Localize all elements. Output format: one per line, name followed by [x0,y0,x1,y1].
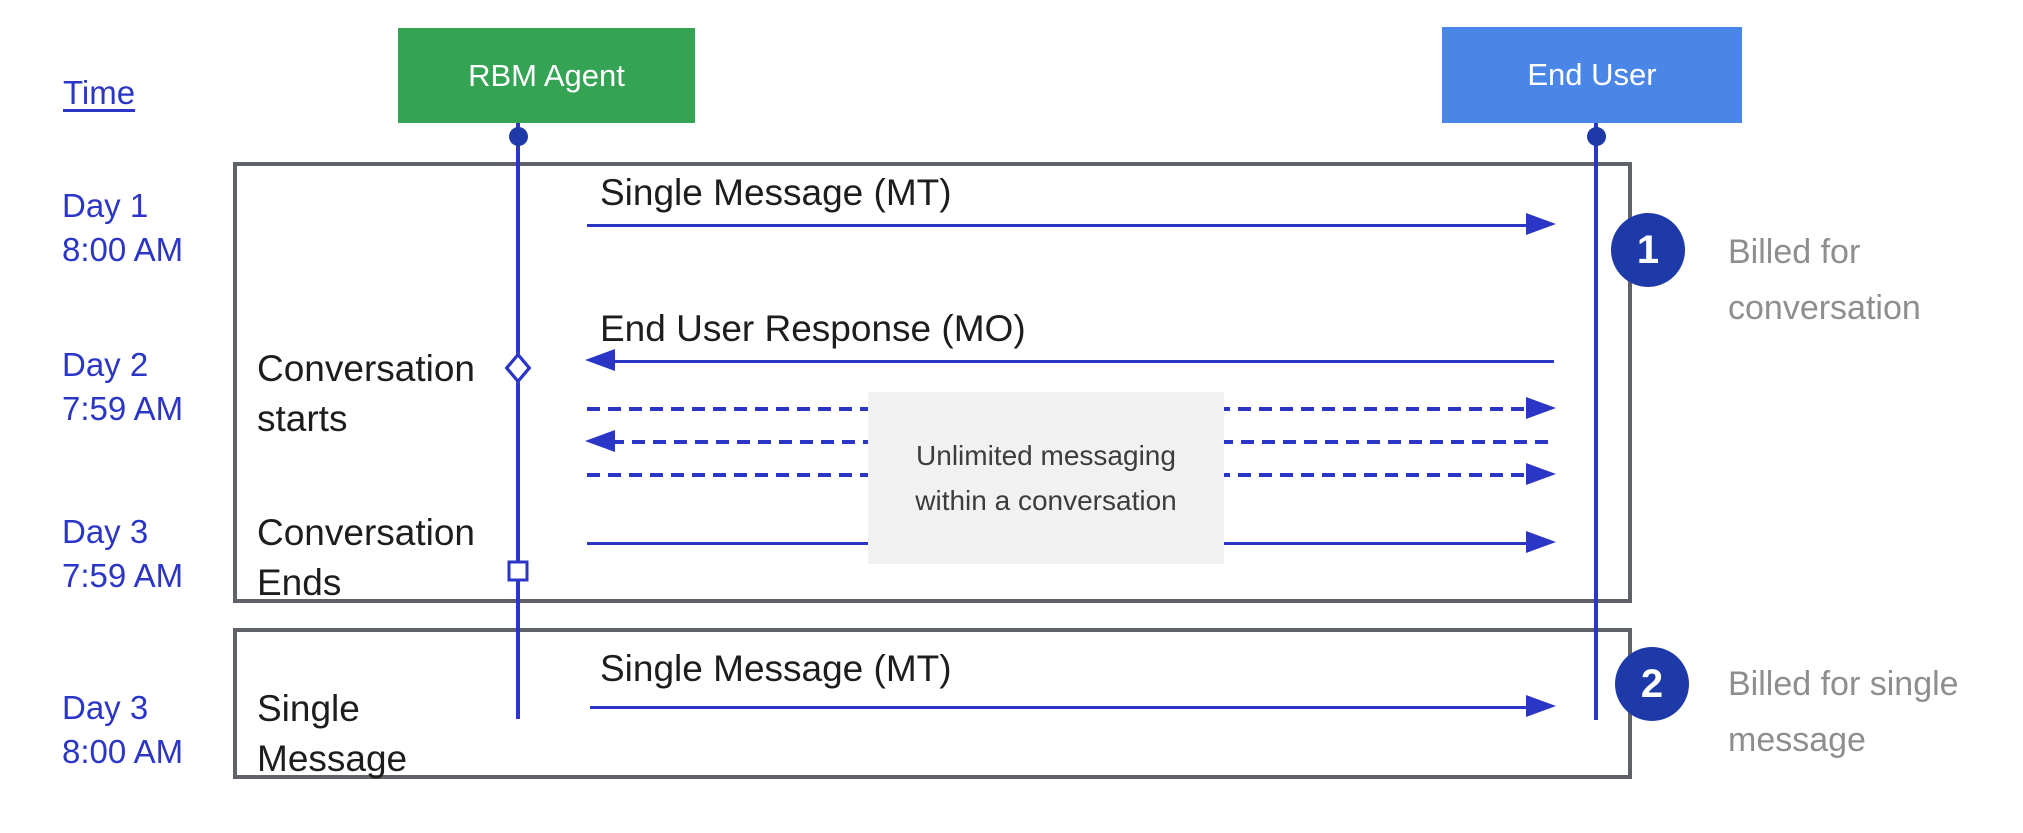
rbm-lifeline-start-dot [509,127,528,146]
arrowhead-right-icon [1526,397,1556,419]
message-label-mo-response: End User Response (MO) [600,308,1026,349]
day-text: Day 3 [62,513,149,550]
conversation-starts-label: Conversation starts [257,344,475,444]
actor-end-user: End User [1442,27,1742,123]
actor-end-user-label: End User [1527,57,1657,92]
time-text: 8:00 AM [62,231,184,268]
note-line: Billed for [1728,233,1861,271]
time-text: 7:59 AM [62,390,184,427]
arrowhead-right-icon [1526,695,1556,717]
note-line: within a conversation [915,485,1177,516]
time-text: 8:00 AM [62,733,184,770]
label-line: Ends [257,562,342,603]
day-text: Day 3 [62,689,149,726]
single-message-section-label: Single Message [257,684,407,784]
conversation-frame [233,162,1632,603]
badge-number: 1 [1636,227,1660,272]
timeline-label-day2: Day 2 7:59 AM [62,343,183,431]
note-line: Unlimited messaging [916,440,1176,471]
message-label-mt-1: Single Message (MT) [600,172,952,213]
note-line: message [1728,721,1866,759]
note-line: Billed for single [1728,665,1959,703]
label-line: Message [257,738,408,779]
conversation-ends-label: Conversation Ends [257,508,475,608]
arrowhead-right-icon [1526,213,1556,235]
arrow-line [587,224,1530,227]
arrowhead-right-icon [1526,531,1556,553]
label-line: Conversation [257,512,476,553]
note-line: conversation [1728,289,1921,327]
label-line: Single [257,688,360,729]
label-line: starts [257,398,348,439]
arrow-line [590,706,1530,709]
arrowhead-left-icon [585,349,615,371]
actor-rbm-agent: RBM Agent [398,28,695,123]
rbm-agent-lifeline [516,123,520,719]
billed-for-single-message-note: Billed for single message [1728,656,1959,768]
arrowhead-left-icon [585,430,615,452]
time-text: 7:59 AM [62,557,184,594]
conversation-end-square-marker [507,560,529,582]
billing-step-2-badge: 2 [1615,647,1689,721]
message-label-mt-2: Single Message (MT) [600,648,952,689]
day-text: Day 1 [62,187,149,224]
timeline-label-day3-800: Day 3 8:00 AM [62,686,183,774]
billed-for-conversation-note: Billed for conversation [1728,224,1921,336]
timeline-label-day1: Day 1 8:00 AM [62,184,183,272]
badge-number: 2 [1640,661,1664,706]
end-user-lifeline-start-dot [1587,127,1606,146]
label-line: Conversation [257,348,476,389]
billing-step-1-badge: 1 [1611,213,1685,287]
unlimited-messaging-note: Unlimited messaging within a conversatio… [868,392,1224,564]
actor-rbm-agent-label: RBM Agent [468,57,625,93]
arrowhead-right-icon [1526,463,1556,485]
time-axis-label: Time [63,74,136,111]
arrow-line [611,360,1554,363]
day-text: Day 2 [62,346,149,383]
end-user-lifeline [1594,123,1598,720]
timeline-label-day3-759: Day 3 7:59 AM [62,510,183,598]
